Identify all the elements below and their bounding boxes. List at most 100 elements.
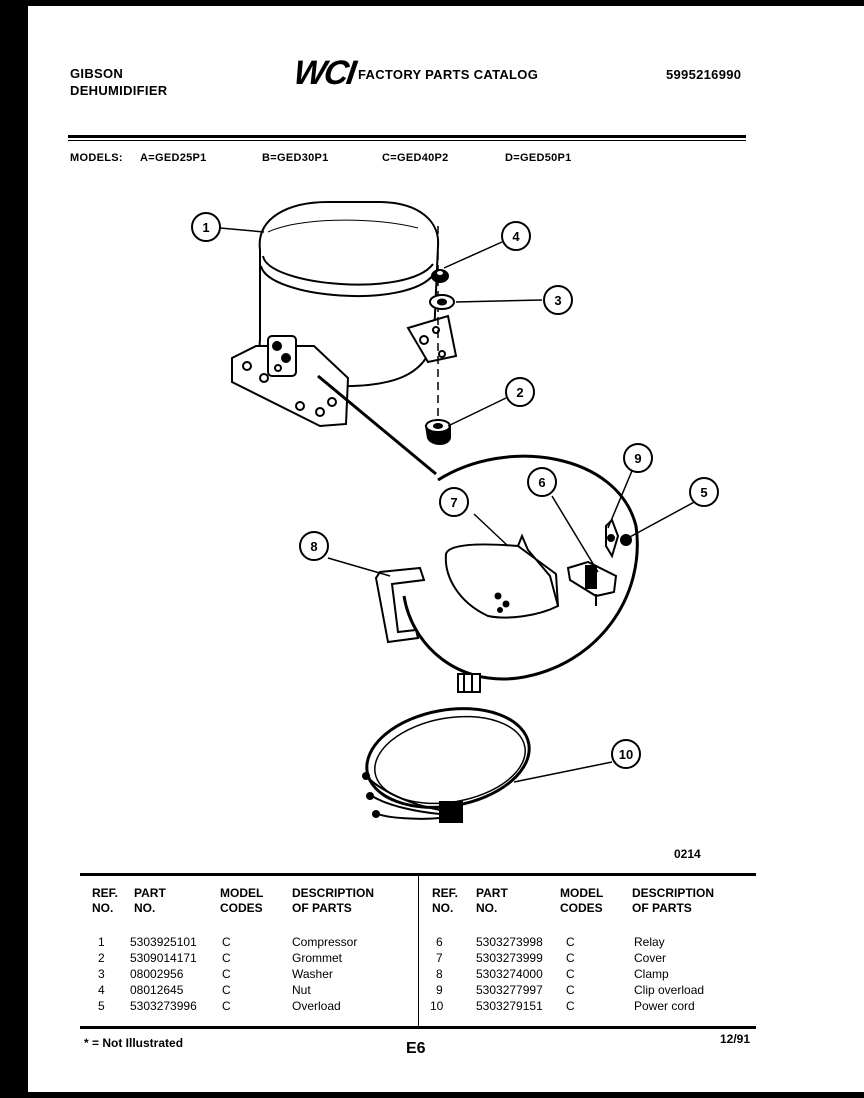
table-row: 8 5303274000 C Clamp bbox=[420, 966, 756, 982]
part-description: Grommet bbox=[292, 951, 343, 965]
part-no: 5303273996 bbox=[130, 999, 197, 1013]
header-desc-line2: OF PARTS bbox=[292, 901, 352, 915]
callout-circles bbox=[191, 212, 719, 769]
model-code: C bbox=[566, 983, 575, 997]
ref-no: 2 bbox=[98, 951, 105, 965]
model-d: D=GED50P1 bbox=[505, 152, 572, 164]
power-cord-part bbox=[362, 673, 531, 823]
model-a: A=GED25P1 bbox=[140, 152, 207, 164]
model-c: C=GED40P2 bbox=[382, 152, 449, 164]
relay-part bbox=[566, 560, 618, 606]
model-code: C bbox=[566, 951, 575, 965]
models-line: MODELS: A=GED25P1 B=GED30P1 C=GED40P2 D=… bbox=[70, 152, 670, 168]
callout-5: 5 bbox=[700, 485, 707, 500]
ref-no: 1 bbox=[98, 935, 105, 949]
revision-date: 12/91 bbox=[720, 1032, 751, 1046]
part-description: Compressor bbox=[292, 935, 358, 949]
table-row: 9 5303277997 C Clip overload bbox=[420, 982, 756, 998]
parts-table: REF. NO. PART NO. MODEL CODES DESCRIPTIO… bbox=[80, 873, 756, 1029]
header-desc-line2-right: OF PARTS bbox=[632, 901, 692, 915]
table-row: 6 5303273998 C Relay bbox=[420, 934, 756, 950]
parts-list-right: 6 5303273998 C Relay 7 5303273999 C Cove… bbox=[420, 934, 756, 1014]
ref-no: 7 bbox=[436, 951, 443, 965]
ref-no: 10 bbox=[430, 999, 444, 1013]
header-ref-line1: REF. bbox=[92, 886, 119, 900]
callout-9: 9 bbox=[634, 451, 641, 466]
header-model-line2-right: CODES bbox=[560, 901, 603, 915]
catalog-number: 5995216990 bbox=[666, 67, 742, 82]
part-no: 5303279151 bbox=[476, 999, 543, 1013]
product-type: DEHUMIDIFIER bbox=[70, 83, 168, 98]
part-no: 5309014171 bbox=[130, 951, 197, 965]
brand-name: GIBSON bbox=[70, 66, 124, 81]
ref-no: 3 bbox=[98, 967, 105, 981]
models-label: MODELS: bbox=[70, 152, 123, 164]
part-description: Cover bbox=[634, 951, 667, 965]
header-ref-line2: NO. bbox=[92, 901, 114, 915]
ref-no: 9 bbox=[436, 983, 443, 997]
part-no: 5303274000 bbox=[476, 967, 543, 981]
header-ref-line1-right: REF. bbox=[432, 886, 459, 900]
compressor-drawing bbox=[231, 201, 458, 428]
header-part-line2-right: NO. bbox=[476, 901, 498, 915]
model-code: C bbox=[222, 999, 231, 1013]
part-description: Power cord bbox=[634, 999, 695, 1013]
part-no: 5303273998 bbox=[476, 935, 543, 949]
clamp-part bbox=[374, 566, 426, 644]
header-part-line2: NO. bbox=[134, 901, 156, 915]
ref-no: 4 bbox=[98, 983, 105, 997]
model-code: C bbox=[222, 967, 231, 981]
model-b: B=GED30P1 bbox=[262, 152, 329, 164]
model-code: C bbox=[222, 951, 231, 965]
part-description: Overload bbox=[292, 999, 341, 1013]
table-row: 10 5303279151 C Power cord bbox=[420, 998, 756, 1014]
callout-10: 10 bbox=[619, 747, 633, 762]
header-model-line1-right: MODEL bbox=[560, 886, 604, 900]
part-description: Clamp bbox=[634, 967, 669, 981]
header-part-line1-right: PART bbox=[476, 886, 508, 900]
ref-no: 8 bbox=[436, 967, 443, 981]
part-description: Relay bbox=[634, 935, 665, 949]
header-rule bbox=[68, 135, 746, 138]
header-part-line1: PART bbox=[134, 886, 166, 900]
table-row: 5 5303273996 C Overload bbox=[80, 998, 418, 1014]
model-code: C bbox=[566, 967, 575, 981]
part-description: Clip overload bbox=[634, 983, 705, 997]
part-description: Nut bbox=[292, 983, 311, 997]
model-code: C bbox=[222, 983, 231, 997]
model-code: C bbox=[566, 999, 575, 1013]
part-description: Washer bbox=[292, 967, 333, 981]
exploded-parts-diagram: 1 2 3 4 5 6 7 8 9 10 0214 bbox=[191, 201, 719, 861]
part-no: 5303925101 bbox=[130, 935, 197, 949]
callout-8: 8 bbox=[310, 539, 317, 554]
header-model-line2: CODES bbox=[220, 901, 263, 915]
clip-overload-part bbox=[605, 518, 620, 559]
callout-7: 7 bbox=[450, 495, 457, 510]
cover-part bbox=[444, 533, 560, 619]
callout-6: 6 bbox=[538, 475, 545, 490]
part-no: 5303273999 bbox=[476, 951, 543, 965]
header-model-line1: MODEL bbox=[220, 886, 264, 900]
figure-number: 0214 bbox=[674, 847, 701, 861]
header-ref-line2-right: NO. bbox=[432, 901, 454, 915]
parts-list-left: 1 5303925101 C Compressor 2 5309014171 C… bbox=[80, 934, 418, 1014]
table-row: 3 08002956 C Washer bbox=[80, 966, 418, 982]
not-illustrated-note: * = Not Illustrated bbox=[84, 1036, 184, 1050]
ref-no: 5 bbox=[98, 999, 105, 1013]
header-rule-thin bbox=[68, 140, 746, 141]
callout-2: 2 bbox=[516, 385, 523, 400]
washer-part bbox=[429, 294, 455, 310]
table-row: 4 08012645 C Nut bbox=[80, 982, 418, 998]
table-divider bbox=[418, 876, 419, 1026]
ref-no: 6 bbox=[436, 935, 443, 949]
callout-3: 3 bbox=[554, 293, 561, 308]
model-code: C bbox=[566, 935, 575, 949]
callout-1: 1 bbox=[202, 220, 209, 235]
table-row: 1 5303925101 C Compressor bbox=[80, 934, 418, 950]
model-code: C bbox=[222, 935, 231, 949]
header-desc-line1-right: DESCRIPTION bbox=[632, 886, 715, 900]
header-desc-line1: DESCRIPTION bbox=[292, 886, 375, 900]
catalog-title: FACTORY PARTS CATALOG bbox=[358, 67, 539, 82]
table-row: 7 5303273999 C Cover bbox=[420, 950, 756, 966]
callout-4: 4 bbox=[512, 229, 520, 244]
